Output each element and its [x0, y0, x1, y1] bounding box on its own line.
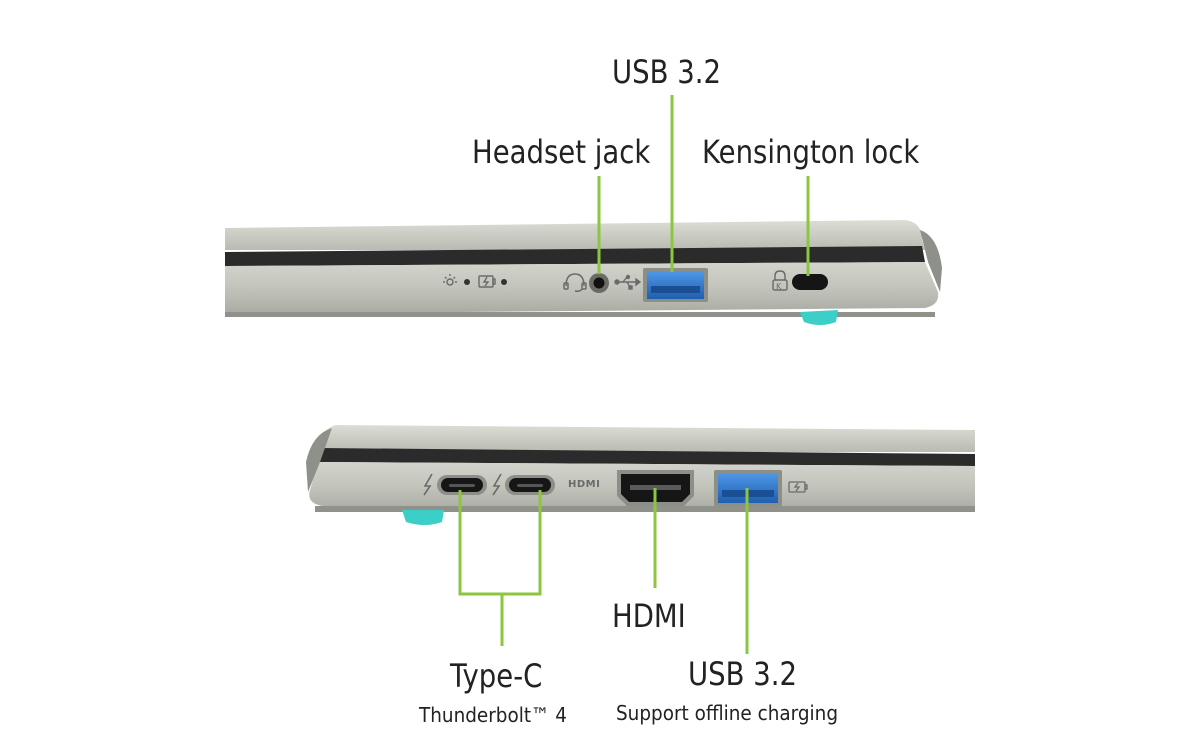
leader-typec — [458, 490, 542, 596]
top-base-shadow — [225, 312, 935, 317]
top-foot — [800, 310, 838, 325]
hdmi-logo-text: HDMI — [568, 479, 601, 490]
top-leaders — [597, 95, 810, 276]
bottom-bezel — [318, 448, 975, 466]
label-usb-bottom-sub: Support offline charging — [616, 701, 839, 725]
top-hinge — [920, 230, 942, 292]
bottom-lid — [319, 425, 976, 452]
label-usb-top: USB 3.2 — [612, 53, 722, 91]
battery-led — [501, 279, 507, 285]
bottom-leaders — [458, 488, 749, 654]
headset-icon — [563, 273, 587, 292]
svg-text:K: K — [776, 282, 782, 291]
top-lid — [225, 220, 925, 250]
top-usb-port-tongue — [651, 286, 700, 293]
hdmi-port-tongue — [630, 485, 681, 490]
bottom-base-shadow — [315, 506, 975, 512]
label-usb-bottom: USB 3.2 — [688, 655, 798, 693]
bottom-hinge — [306, 428, 332, 492]
thunderbolt-icon-1 — [423, 473, 433, 496]
usb-symbol-icon — [614, 274, 642, 290]
lock-icon: K — [772, 270, 788, 291]
label-kensington-lock: Kensington lock — [702, 133, 920, 171]
power-led — [464, 279, 470, 285]
thunderbolt-icon-2 — [492, 473, 502, 496]
power-light-icon — [443, 274, 457, 286]
bottom-laptop-side — [306, 425, 976, 525]
label-typec: Type-C — [450, 657, 543, 695]
label-typec-sub: Thunderbolt™ 4 — [419, 703, 568, 727]
typec-port-2-tongue — [517, 484, 543, 487]
bottom-foot — [402, 510, 444, 525]
typec-port-1-tongue — [449, 484, 475, 487]
kensington-slot — [792, 274, 828, 290]
label-headset-jack: Headset jack — [472, 133, 651, 171]
top-bezel — [225, 246, 925, 266]
top-usb-port — [647, 271, 704, 299]
top-laptop-side: K — [225, 220, 942, 325]
battery-light-icon — [478, 275, 496, 288]
label-hdmi: HDMI — [612, 597, 686, 635]
usb-charging-icon — [788, 481, 808, 493]
headset-jack-hole — [593, 277, 605, 289]
